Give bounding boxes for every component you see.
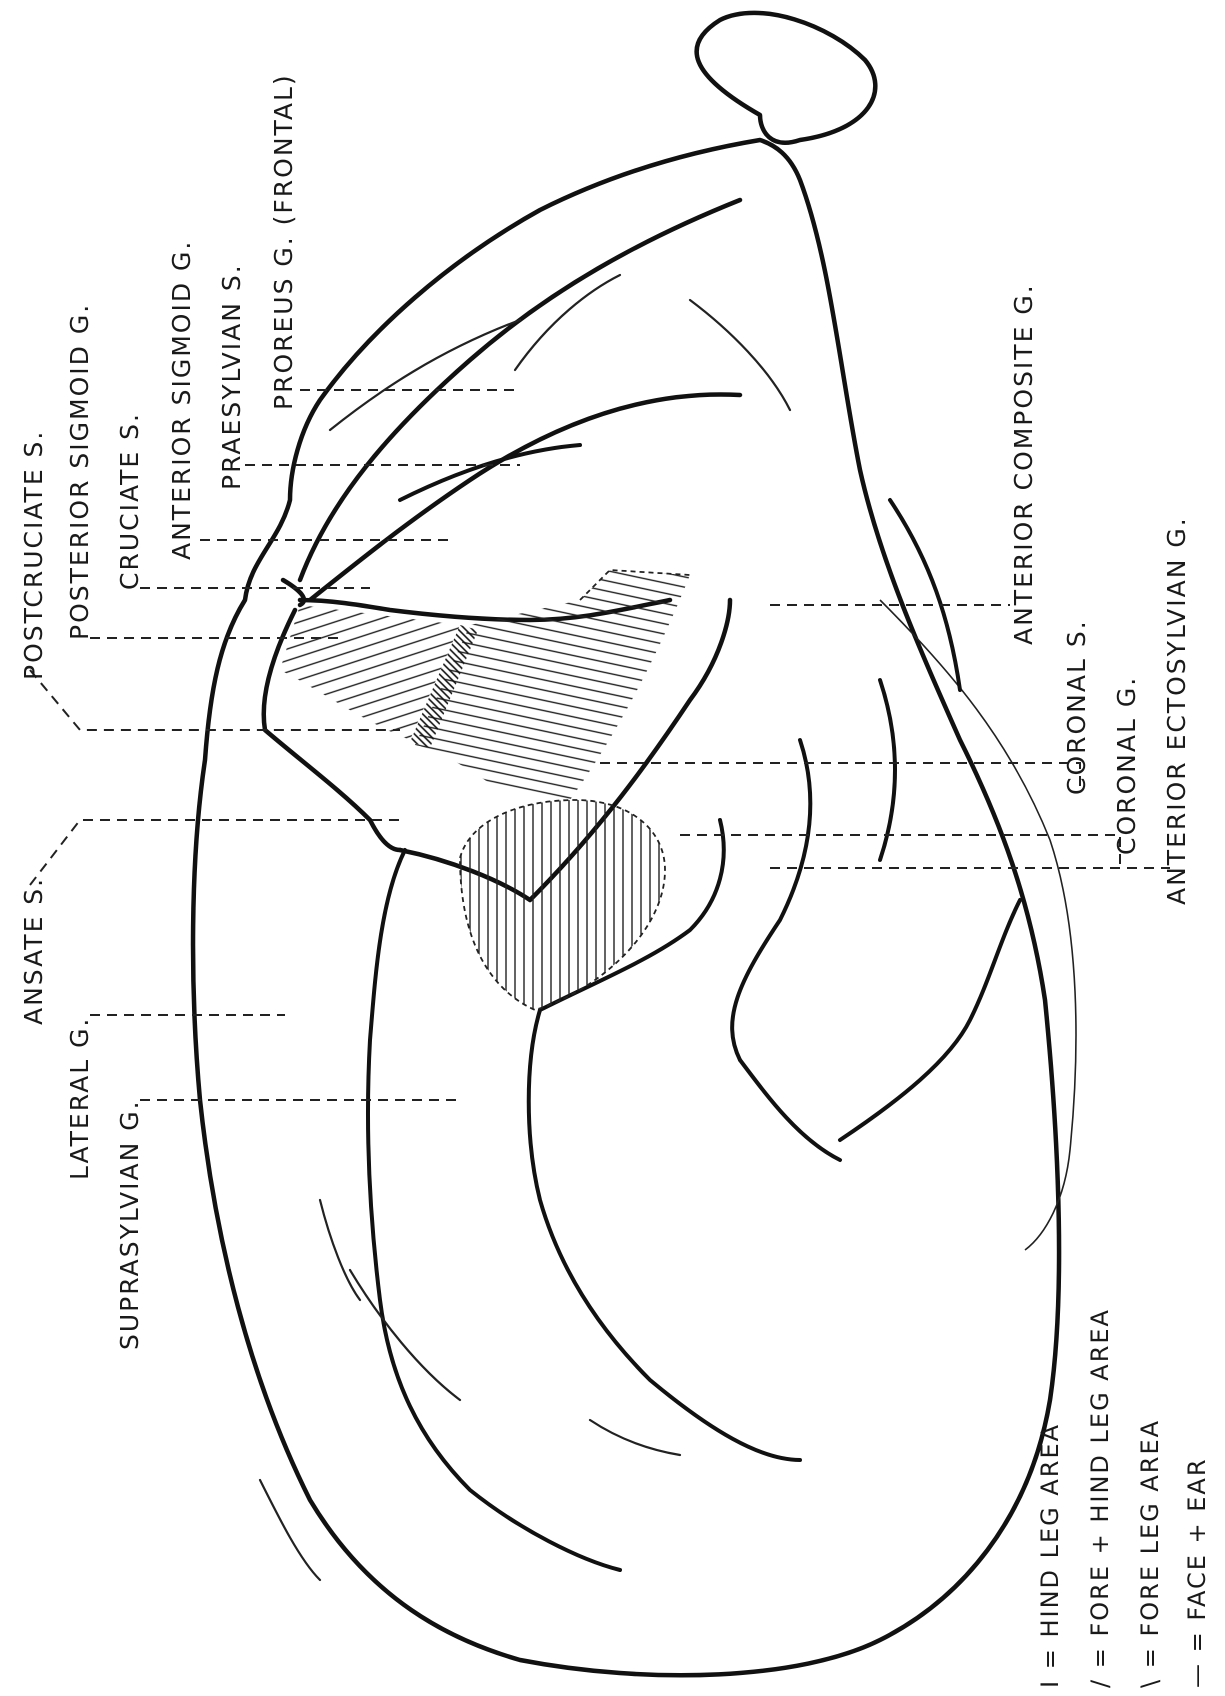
label-postcruciate-s: POSTCRUCIATE S. — [19, 430, 48, 680]
label-coronal-g: CORONAL G. — [1112, 676, 1141, 855]
label-coronal-s: CORONAL S. — [1062, 619, 1091, 795]
label-ansate-s: ANSATE S. — [19, 877, 48, 1025]
label-anterior-composite-g: ANTERIOR COMPOSITE G. — [1009, 283, 1038, 645]
label-proreus-g: PROREUS G. (FRONTAL) — [269, 73, 298, 410]
label-suprasylvian-g: SUPRASYLVIAN G. — [115, 1099, 144, 1350]
label-anterior-sigmoid-g: ANTERIOR SIGMOID G. — [167, 240, 196, 560]
label-cruciate-s: CRUCIATE S. — [115, 412, 144, 590]
label-posterior-sigmoid-g: POSTERIOR SIGMOID G. — [65, 303, 94, 640]
label-praesylvian-s: PRAESYLVIAN S. — [217, 263, 246, 490]
label-lateral-g: LATERAL G. — [65, 1017, 94, 1180]
legend-hind-leg: I = HIND LEG AREA — [1036, 1423, 1064, 1688]
hind-leg-area — [460, 800, 665, 1010]
legend-fore-hind-leg: / = FORE + HIND LEG AREA — [1086, 1308, 1114, 1688]
legend-face-ear: — = FACE + EAR — [1183, 1457, 1211, 1688]
legend: I = HIND LEG AREA / = FORE + HIND LEG AR… — [1036, 1308, 1211, 1688]
label-anterior-ectosylvian-g: ANTERIOR ECTOSYLVIAN G. — [1162, 516, 1191, 905]
fore-leg-area — [415, 570, 690, 800]
legend-fore-leg: \ = FORE LEG AREA — [1136, 1419, 1164, 1688]
